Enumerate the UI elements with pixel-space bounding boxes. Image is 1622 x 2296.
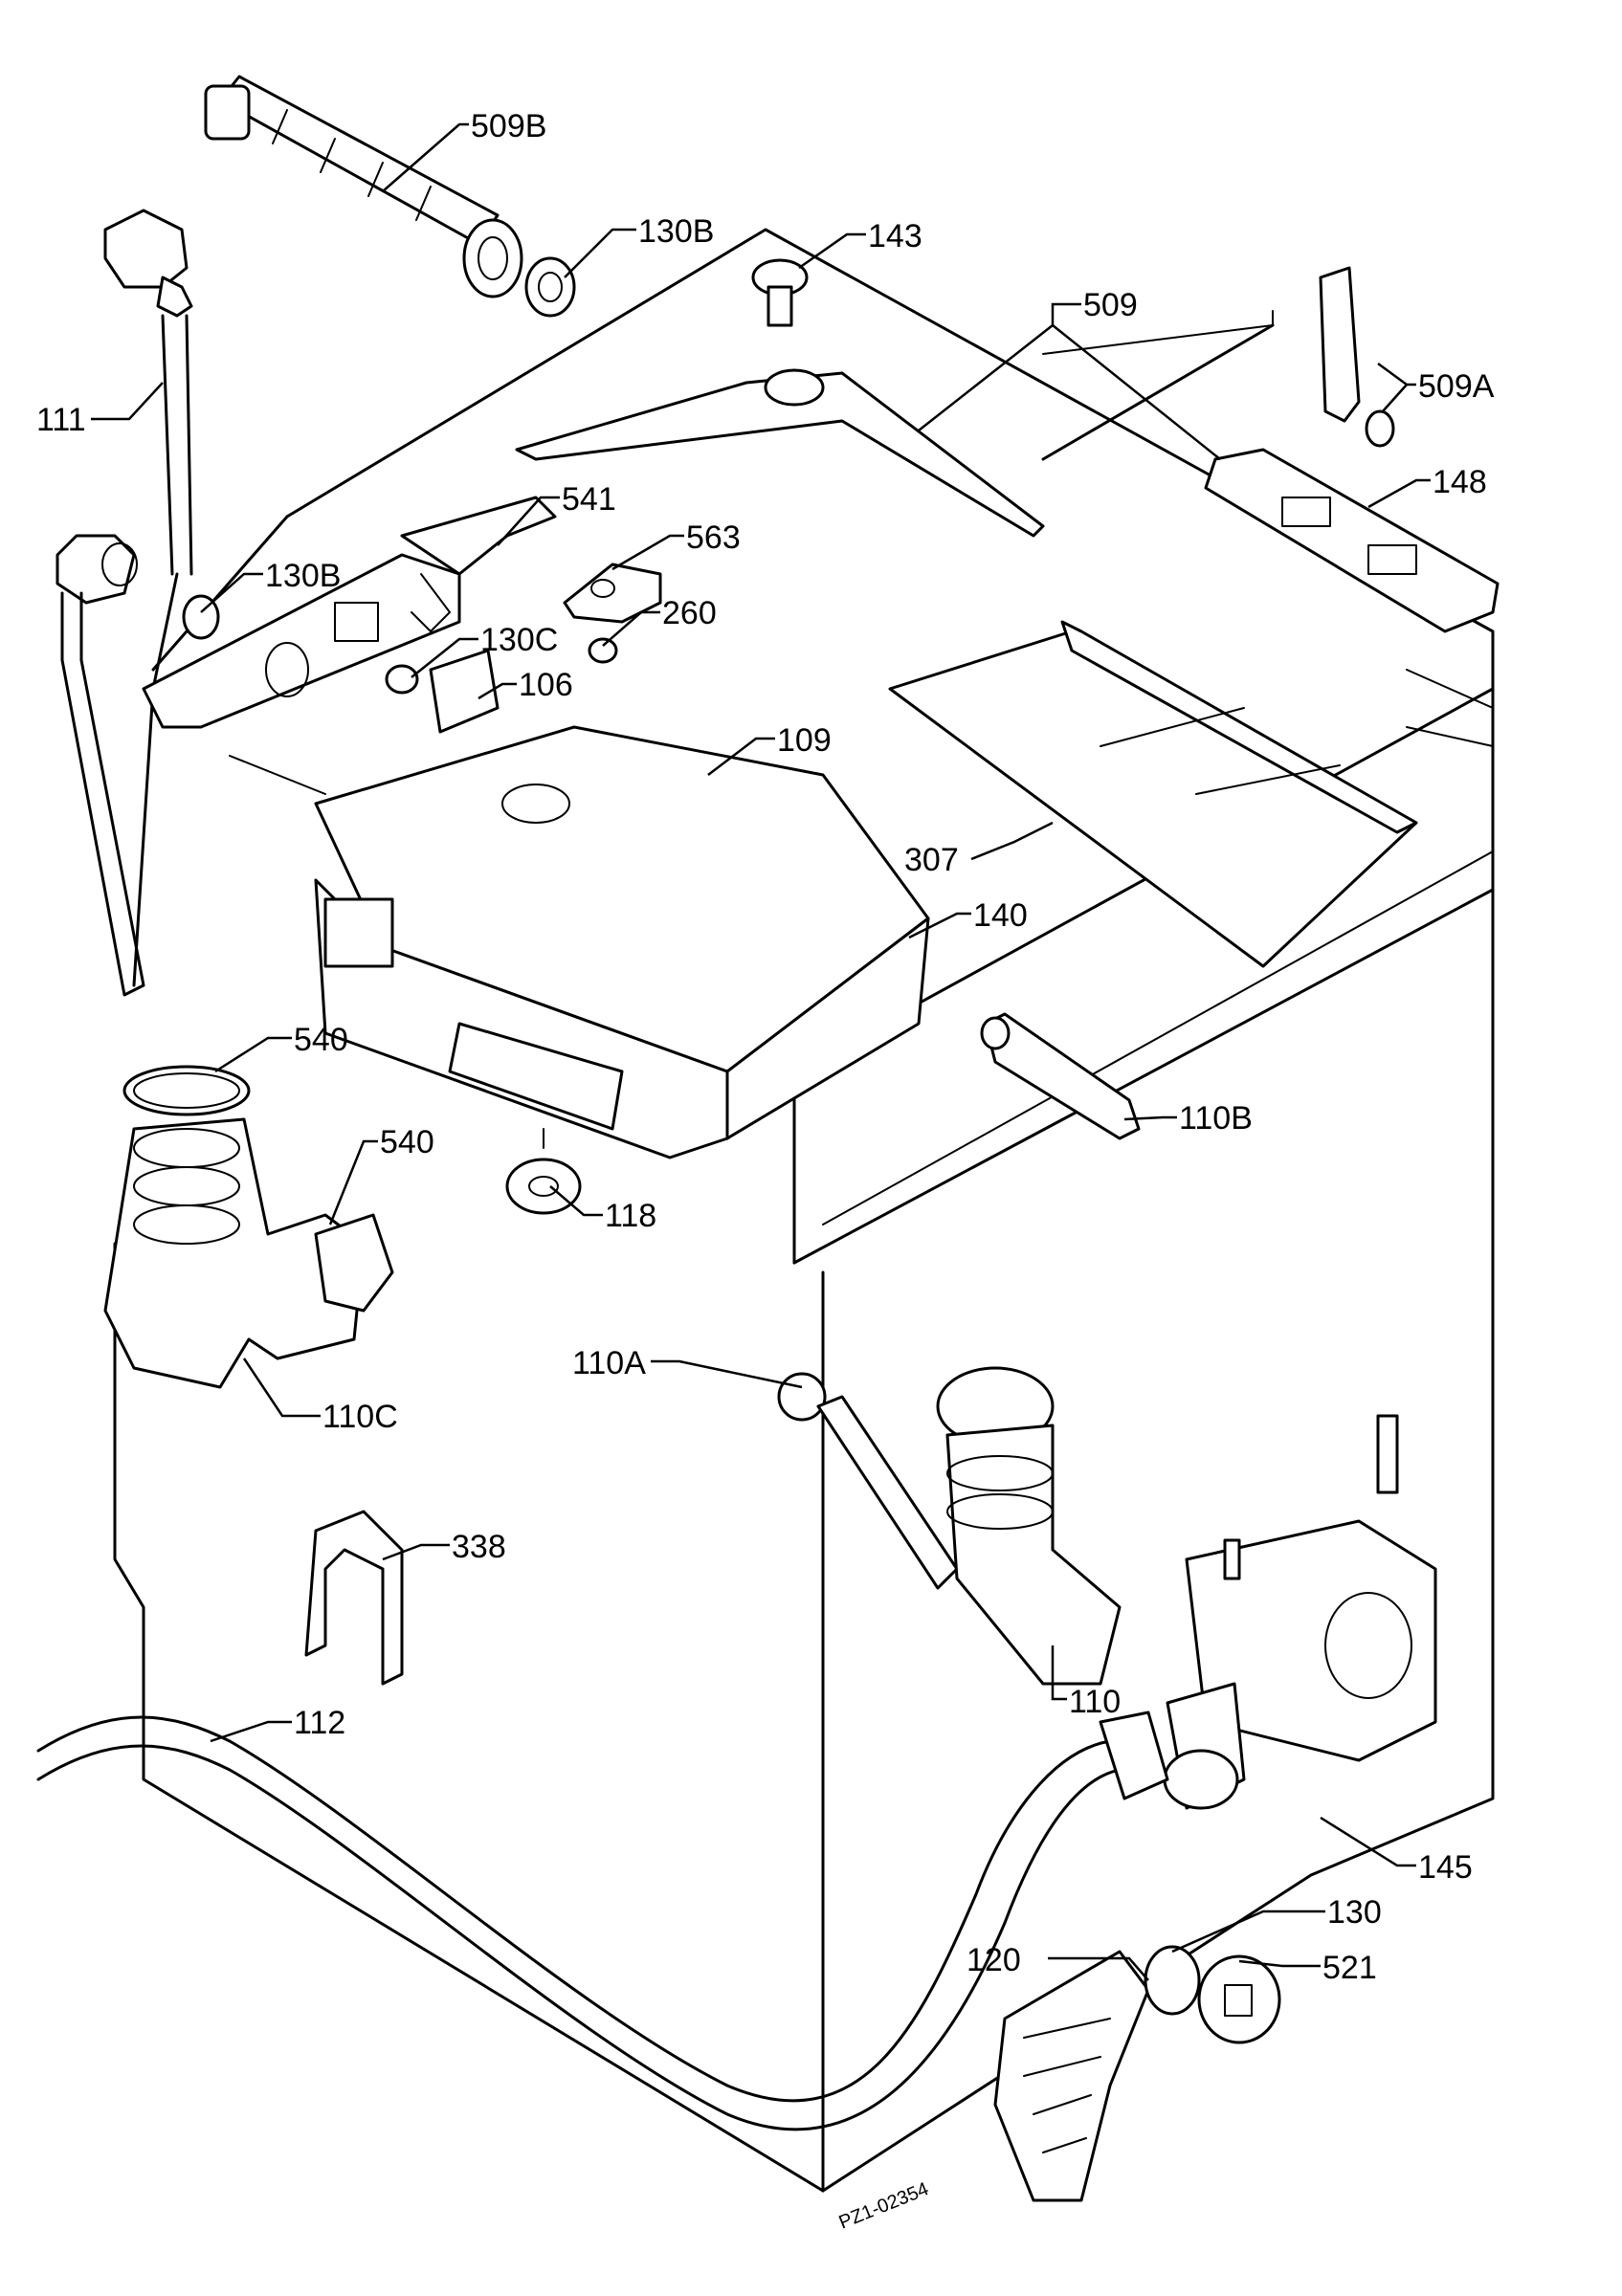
part-130b-mid-filter xyxy=(182,594,220,640)
callout-307: 307 xyxy=(904,842,959,878)
callout-111: 111 xyxy=(36,402,86,438)
callout-130c: 130C xyxy=(480,622,558,658)
part-509a-linkage xyxy=(1319,266,1395,448)
part-110c-sump-hose xyxy=(103,1117,366,1389)
callout-110c: 110C xyxy=(322,1399,398,1435)
callout-labels: 509B 130B 143 509 509A 111 541 148 563 1… xyxy=(36,108,1495,1986)
part-540-clamp-side xyxy=(314,1213,394,1313)
drawing-reference-code: PZ1-02354 xyxy=(836,2178,932,2233)
leader-lines xyxy=(91,122,1431,1981)
callout-109: 109 xyxy=(777,722,832,759)
part-509b-hose xyxy=(204,75,523,298)
callout-541: 541 xyxy=(562,481,616,518)
part-563-plate xyxy=(563,563,662,624)
part-118-gear xyxy=(505,1128,582,1215)
part-110a-hose xyxy=(777,1372,959,1590)
part-143-knob xyxy=(751,258,809,327)
callout-148: 148 xyxy=(1433,464,1487,500)
callout-338: 338 xyxy=(452,1529,506,1565)
callout-521: 521 xyxy=(1322,1950,1377,1986)
callout-540-side: 540 xyxy=(380,1124,434,1160)
part-112-drain-hose xyxy=(36,1711,1169,2131)
part-148-handle xyxy=(1204,448,1500,633)
part-541-valve-bracket xyxy=(142,496,557,729)
part-110b-hose xyxy=(980,1012,1141,1140)
callout-140: 140 xyxy=(973,897,1028,934)
part-106-clip xyxy=(429,649,500,734)
part-130-seal xyxy=(1144,1945,1201,2016)
callout-143: 143 xyxy=(868,218,922,254)
callout-110a: 110A xyxy=(572,1345,646,1381)
callout-260: 260 xyxy=(662,595,717,631)
part-110-bellows xyxy=(936,1366,1122,1686)
callout-130b-mid: 130B xyxy=(265,558,341,594)
callout-130b-top: 130B xyxy=(638,213,714,250)
callout-145: 145 xyxy=(1418,1849,1473,1886)
callout-110: 110 xyxy=(1069,1684,1121,1720)
callout-112: 112 xyxy=(294,1705,345,1741)
part-111-inlet-hose xyxy=(56,209,193,997)
callout-509b: 509B xyxy=(471,108,546,144)
callout-120: 120 xyxy=(967,1942,1021,1978)
part-145-pump xyxy=(1163,1414,1437,1810)
callout-106: 106 xyxy=(519,667,573,703)
callout-110b: 110B xyxy=(1179,1100,1253,1137)
callout-540-top: 540 xyxy=(294,1022,348,1058)
part-109-140-dispenser xyxy=(314,725,930,1159)
part-540-clamp-top xyxy=(122,1065,251,1116)
part-307-drawer xyxy=(888,620,1418,968)
callout-563: 563 xyxy=(686,519,741,556)
callout-509a: 509A xyxy=(1418,368,1495,405)
part-338-clip xyxy=(304,1510,404,1686)
part-130b-top-filter xyxy=(524,256,576,318)
callout-118: 118 xyxy=(605,1198,656,1234)
part-521-cap xyxy=(1197,1954,1281,2044)
callout-130: 130 xyxy=(1327,1894,1382,1931)
part-130c-filter xyxy=(385,664,419,695)
callout-509: 509 xyxy=(1083,287,1138,323)
part-260-spring xyxy=(588,637,618,664)
part-509-lever xyxy=(515,310,1275,538)
part-120-filter xyxy=(993,1950,1150,2202)
